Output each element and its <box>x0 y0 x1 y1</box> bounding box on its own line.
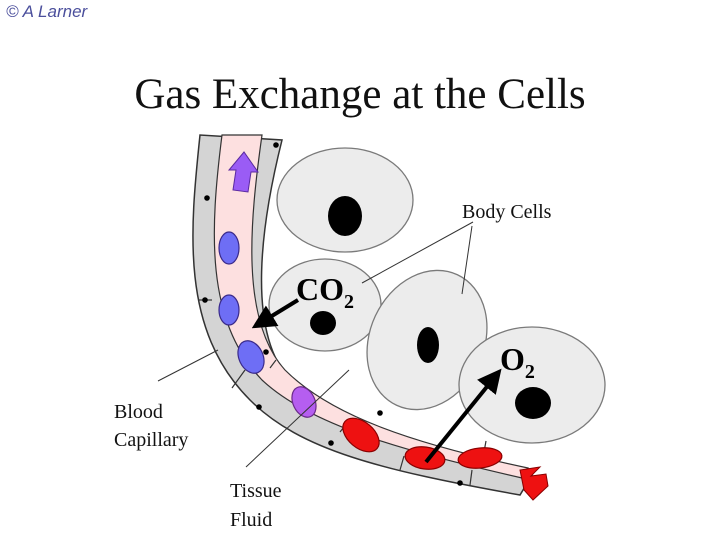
body-cell-o2 <box>458 326 606 444</box>
diagram-title: Gas Exchange at the Cells <box>134 71 586 118</box>
blood-flow-in-arrow-icon <box>519 466 549 501</box>
blood-flow-out-arrow-icon <box>227 151 259 193</box>
tissue-fluid-label-line2: Fluid <box>230 509 272 531</box>
body-cell-middle <box>366 269 488 411</box>
oxygenated-red-blood-cells <box>342 417 503 470</box>
nucleus <box>310 311 336 335</box>
body-cells-label: Body Cells <box>462 201 552 223</box>
nucleus <box>515 387 551 419</box>
o2-diffusion-arrow-icon <box>424 368 502 464</box>
body-cells-leader-1 <box>361 221 474 284</box>
tissue-fluid-leader <box>245 369 350 468</box>
mixed-red-blood-cell <box>291 386 317 418</box>
blood-capillary-label-line1: Blood <box>114 401 163 423</box>
copyright-notice: © A Larner <box>6 2 88 21</box>
o2-label: O2 <box>500 341 535 383</box>
body-cell-top <box>276 147 414 253</box>
body-cells-leader-2 <box>461 225 473 295</box>
nucleus <box>328 196 362 236</box>
deoxygenated-red-blood-cells <box>218 231 265 374</box>
co2-diffusion-arrow-icon <box>251 298 300 329</box>
tissue-fluid-label-line1: Tissue <box>230 480 282 502</box>
blood-capillary-label-line2: Capillary <box>114 429 188 451</box>
nucleus <box>417 327 439 363</box>
co2-label: CO2 <box>296 271 354 313</box>
blood-capillary-leader <box>157 349 219 382</box>
